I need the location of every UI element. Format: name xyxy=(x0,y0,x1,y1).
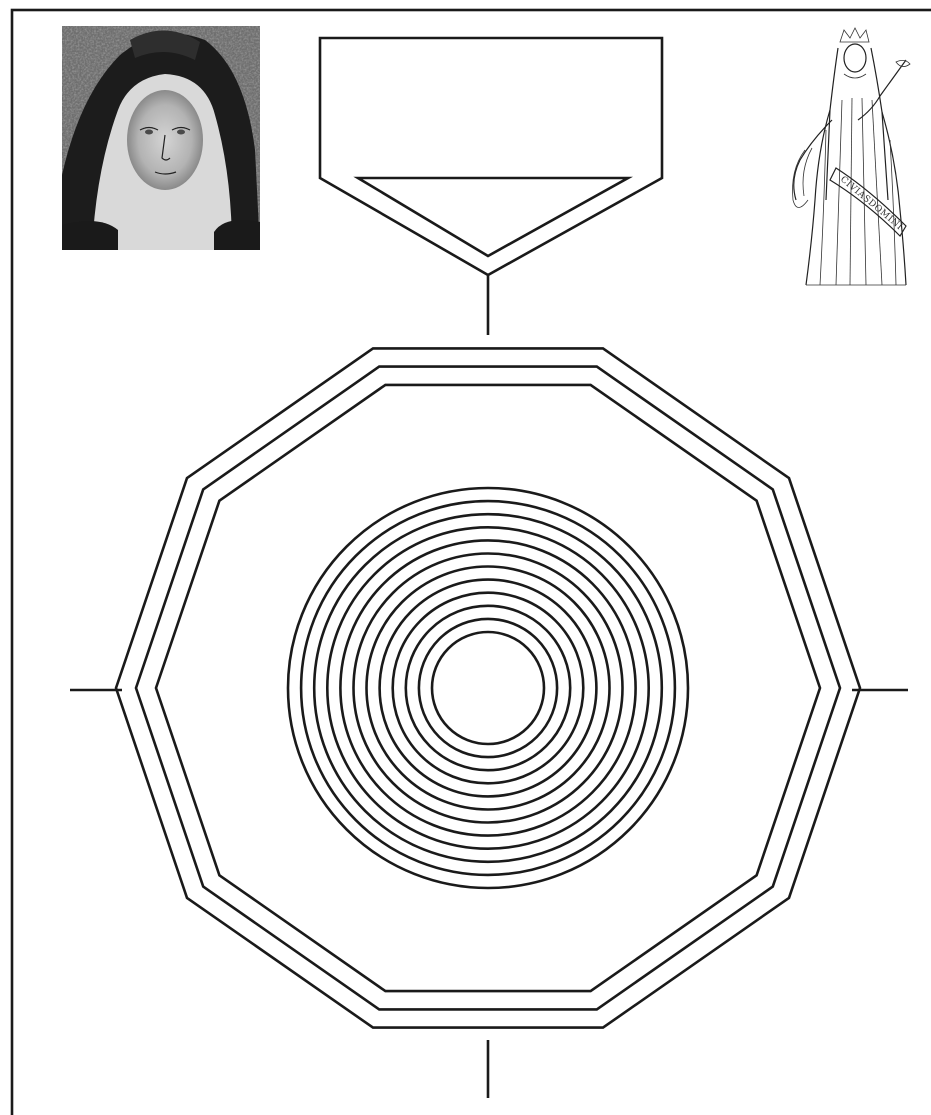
decagon-ring xyxy=(116,348,860,1027)
labyrinth xyxy=(70,348,908,1098)
center-circle-ring xyxy=(380,580,597,797)
center-circle-ring xyxy=(288,488,688,888)
scroll-text: CIVIASDOMINI xyxy=(838,175,904,233)
standing-saint-line-drawing: CIVIASDOMINI xyxy=(793,28,911,285)
center-circle-ring xyxy=(393,593,584,784)
center-circle-ring xyxy=(419,619,557,757)
center-circle-ring xyxy=(367,567,610,810)
center-circle-ring xyxy=(406,606,570,770)
center-circle-ring xyxy=(327,527,648,848)
center-circle-ring xyxy=(432,632,544,744)
center-circle-ring xyxy=(301,501,675,875)
nun-portrait-photo xyxy=(62,26,260,250)
pennant-banner xyxy=(320,38,662,335)
center-circle-ring xyxy=(340,540,635,835)
decagon-ring xyxy=(156,385,820,991)
decagon-ring xyxy=(136,367,840,1010)
